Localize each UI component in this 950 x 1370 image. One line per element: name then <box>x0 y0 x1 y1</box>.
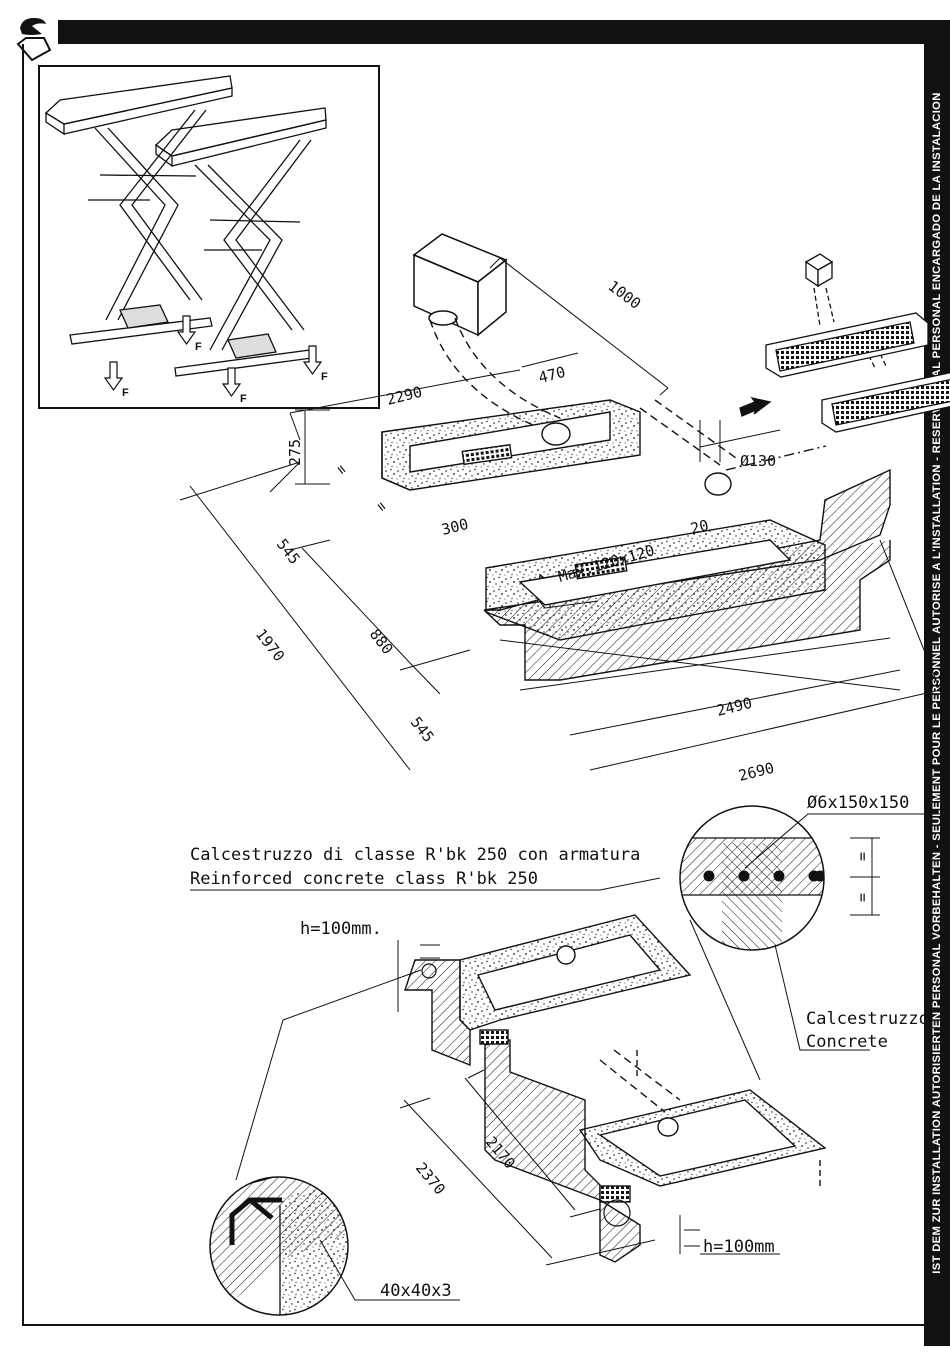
dim-1970: 1970 <box>252 625 288 665</box>
dim-h-top: h=100mm. <box>300 919 382 939</box>
pit-right <box>483 445 891 681</box>
angle-iron-detail <box>209 1176 460 1316</box>
dim-2690: 2690 <box>737 759 776 785</box>
conduit <box>429 317 737 466</box>
dim-2290: 2290 <box>385 383 424 409</box>
grate-diagram-small <box>739 253 950 433</box>
pit-left <box>381 399 641 491</box>
dim-130: Ø130 <box>740 452 776 470</box>
dim-300: 300 <box>440 515 471 539</box>
control-box <box>412 233 508 337</box>
dim-880: 880 <box>366 625 397 657</box>
dim-2370: 2370 <box>412 1159 449 1198</box>
equal-mark: = <box>332 460 352 478</box>
page-frame-bottom <box>22 1324 924 1326</box>
detail-callout-circle <box>421 963 437 979</box>
dimension-lines-main <box>179 257 941 771</box>
note-reinforced-en: Reinforced concrete class R'bk 250 <box>190 869 538 889</box>
equal-mark: = <box>372 497 392 515</box>
equal-mark: = <box>854 893 872 902</box>
rav-logo-icon <box>16 18 52 62</box>
note-reinforced-it: Calcestruzzo di classe R'bk 250 con arma… <box>190 845 640 865</box>
force-arrows <box>103 315 323 398</box>
dim-545-top: 545 <box>273 535 304 567</box>
dim-275: 275 <box>286 439 304 466</box>
force-label: F <box>195 341 202 353</box>
note-concrete-it: Calcestruzzo <box>806 1009 929 1029</box>
force-label: F <box>321 371 328 383</box>
page-frame-left <box>22 44 24 1324</box>
force-label: F <box>240 393 247 405</box>
dim-2490: 2490 <box>715 694 754 720</box>
scissor-lift-inset <box>38 65 380 409</box>
lower-pit-drawing <box>404 914 827 1263</box>
lower-dimension-lines <box>235 940 780 1266</box>
dim-545-bottom: 545 <box>407 713 438 745</box>
dim-angle-iron: 40x40x3 <box>380 1281 452 1301</box>
dim-20: 20 <box>689 516 711 538</box>
dim-1000: 1000 <box>605 277 645 313</box>
equal-mark: = <box>854 852 872 861</box>
mesh-spec: Ø6x150x150 <box>807 793 909 813</box>
header-bar <box>58 20 924 44</box>
dim-h-bottom: h=100mm <box>703 1237 775 1257</box>
force-label: F <box>122 387 129 399</box>
detail-callout-circle <box>603 1199 631 1227</box>
note-concrete-en: Concrete <box>806 1032 888 1052</box>
dim-470: 470 <box>537 363 568 387</box>
